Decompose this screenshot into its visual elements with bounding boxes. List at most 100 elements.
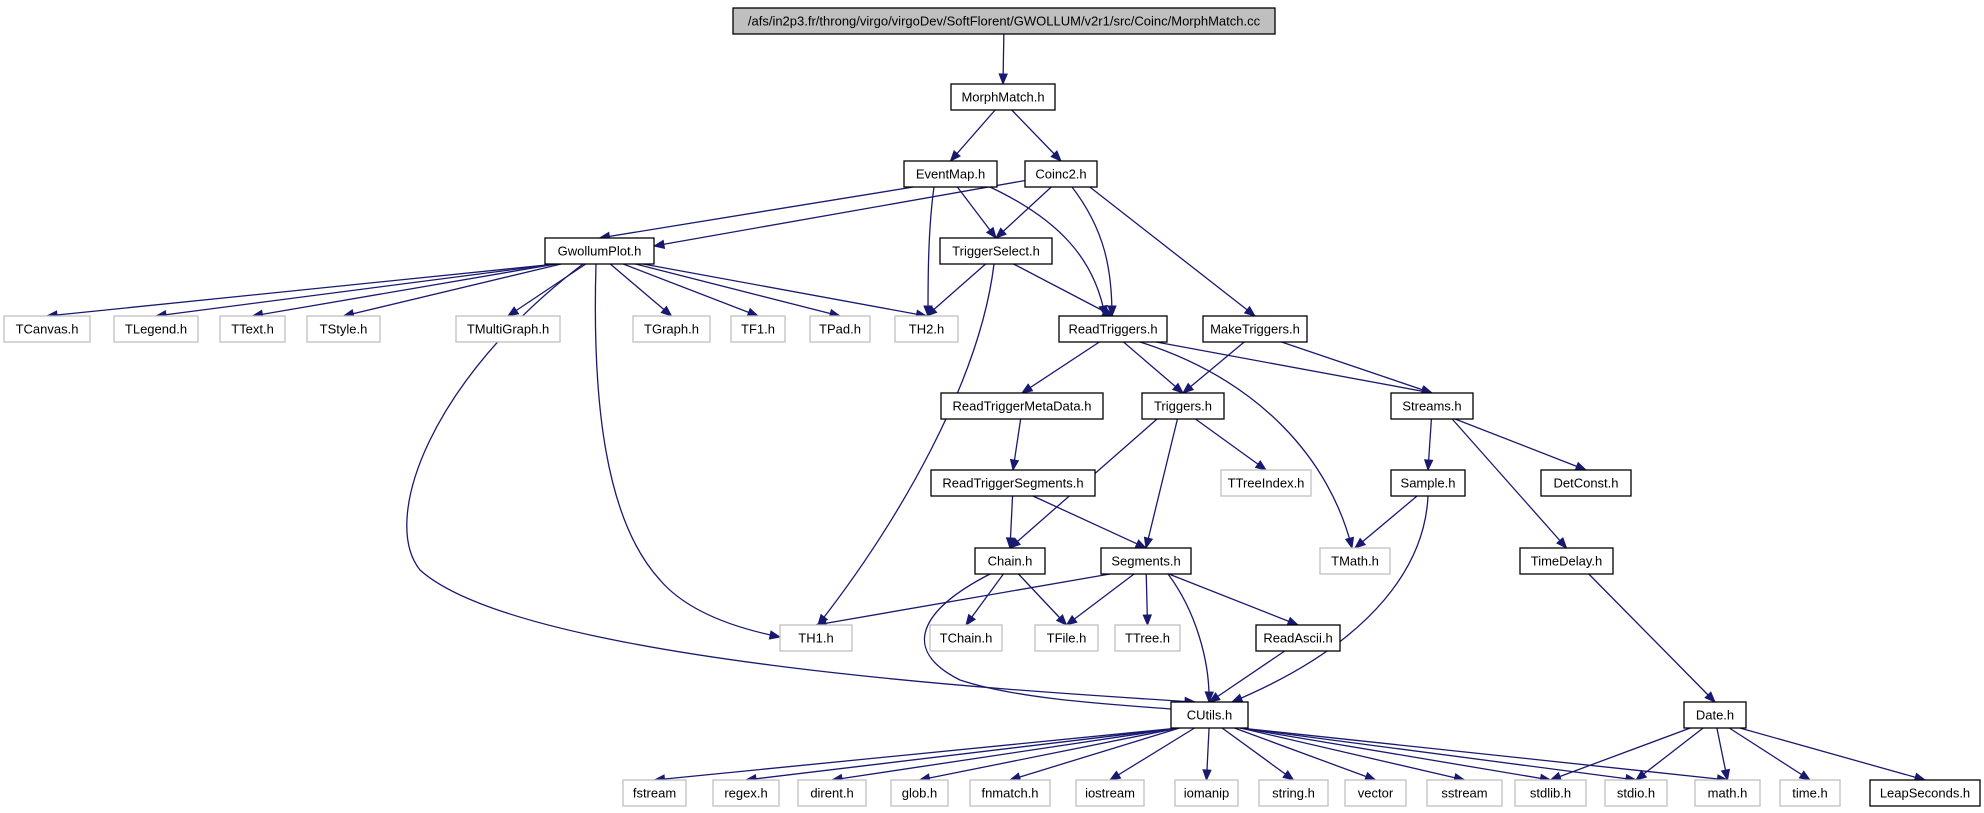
node-label: TText.h <box>231 322 274 337</box>
node-maketriggers-h[interactable]: MakeTriggers.h <box>1202 315 1308 343</box>
arrowhead <box>1020 383 1034 394</box>
node-dirent-h: dirent.h <box>797 779 867 807</box>
node-triggerselect-h[interactable]: TriggerSelect.h <box>939 237 1053 265</box>
arrowhead <box>1704 691 1716 703</box>
node-date-h[interactable]: Date.h <box>1683 701 1747 729</box>
edge-date_h-to-leapseconds_h <box>1739 727 1927 782</box>
edge-line <box>1011 109 1062 162</box>
edge-sample_h-to-tmath_h <box>1353 495 1418 549</box>
node-box <box>1258 779 1329 807</box>
node-readtriggermetadata-h[interactable]: ReadTriggerMetaData.h <box>940 392 1104 420</box>
node-morphmatch-cc[interactable]: /afs/in2p3.fr/throng/virgo/virgoDev/Soft… <box>732 7 1276 35</box>
edge-line <box>1168 573 1299 626</box>
node-box <box>712 779 780 807</box>
edge-line <box>343 263 562 317</box>
edge-date_h-to-stdlib_h <box>1549 727 1691 781</box>
node-chain-h[interactable]: Chain.h <box>974 547 1046 575</box>
arrowhead <box>1171 382 1185 394</box>
node-ttreeindex-h: TTreeIndex.h <box>1220 469 1312 497</box>
arrowhead <box>1142 614 1152 627</box>
node-gwollumplot-h[interactable]: GwollumPlot.h <box>544 237 655 265</box>
node-sample-h[interactable]: Sample.h <box>1390 469 1466 497</box>
node-timedelay-h[interactable]: TimeDelay.h <box>1519 547 1614 575</box>
node-leapseconds-h[interactable]: LeapSeconds.h <box>1869 779 1981 807</box>
node-detconst-h[interactable]: DetConst.h <box>1540 469 1632 497</box>
edge-line <box>1588 573 1716 703</box>
node-cutils-h[interactable]: CUtils.h <box>1170 701 1249 729</box>
edge-cutils_h-to-math_h <box>1240 727 1729 784</box>
node-label: TriggerSelect.h <box>952 244 1040 259</box>
node-coinc2-h[interactable]: Coinc2.h <box>1024 160 1098 188</box>
node-box <box>974 547 1046 575</box>
edge-coinc2_h-to-gwollumplot_h <box>652 179 1029 249</box>
node-segments-h[interactable]: Segments.h <box>1100 547 1192 575</box>
edge-gwollumplot_h-to-th2_h <box>642 263 928 319</box>
edge-line <box>965 573 1004 626</box>
node-box <box>1024 160 1098 188</box>
node-label: DetConst.h <box>1553 476 1618 491</box>
edge-line <box>155 263 556 317</box>
node-morphmatch-h[interactable]: MorphMatch.h <box>950 83 1056 111</box>
edge-eventmap_h-to-th2_h <box>923 186 935 318</box>
node-box <box>1220 469 1312 497</box>
arrowhead <box>660 305 673 317</box>
node-box <box>1683 701 1747 729</box>
node-box <box>1255 624 1341 652</box>
edge-line <box>654 727 1179 781</box>
arrowhead <box>652 239 666 249</box>
node-label: TTreeIndex.h <box>1228 476 1305 491</box>
edge-cutils_h-to-iostream <box>1108 727 1195 781</box>
edge-triggerselect_h-to-th2_h <box>925 263 987 317</box>
node-box <box>890 779 949 807</box>
node-tmultigraph-h: TMultiGraph.h <box>455 315 561 343</box>
node-label: EventMap.h <box>916 167 985 182</box>
node-box <box>730 315 786 343</box>
edge-line <box>919 727 1179 781</box>
node-readtriggers-h[interactable]: ReadTriggers.h <box>1058 315 1168 343</box>
node-box <box>797 779 867 807</box>
node-triggers-h[interactable]: Triggers.h <box>1141 392 1225 420</box>
arrowhead <box>1108 770 1122 781</box>
node-box <box>544 237 655 265</box>
node-iomanip: iomanip <box>1174 779 1239 807</box>
node-label: GwollumPlot.h <box>558 244 642 259</box>
edge-line <box>1089 186 1256 317</box>
edge-gwollumplot_h-to-ttext_h <box>251 263 557 319</box>
edge-streams_h-to-timedelay_h <box>1451 418 1568 550</box>
node-label: stdio.h <box>1617 786 1655 801</box>
node-box <box>219 315 286 343</box>
arrowhead <box>1282 769 1295 781</box>
edge-line <box>1454 418 1587 471</box>
arrowhead <box>998 73 1008 86</box>
node-readascii-h[interactable]: ReadAscii.h <box>1255 624 1341 652</box>
arrowhead <box>1243 305 1257 317</box>
node-label: dirent.h <box>810 786 853 801</box>
edge-line <box>1123 341 1184 394</box>
edge-line <box>1209 650 1286 703</box>
node-label: TMultiGraph.h <box>467 322 549 337</box>
node-box <box>732 7 1276 35</box>
node-iostream: iostream <box>1075 779 1145 807</box>
node-box <box>969 779 1051 807</box>
node-label: ReadTriggers.h <box>1068 322 1157 337</box>
edge-line <box>1240 727 1551 781</box>
node-th1-h: TH1.h <box>779 624 853 652</box>
edge-line <box>1739 727 1926 781</box>
edge-segments_h-to-tfile_h <box>1065 573 1135 626</box>
node-eventmap-h[interactable]: EventMap.h <box>903 160 998 188</box>
node-streams-h[interactable]: Streams.h <box>1390 392 1474 420</box>
arrowhead <box>746 307 760 317</box>
edge-line <box>642 263 927 317</box>
arrowhead <box>965 613 977 627</box>
edge-line <box>1032 495 1147 549</box>
node-label: TCanvas.h <box>16 322 79 337</box>
node-label: fnmatch.h <box>981 786 1038 801</box>
edge-line <box>1139 341 1353 549</box>
node-readtriggersegments-h[interactable]: ReadTriggerSegments.h <box>930 469 1096 497</box>
edge-line <box>1009 727 1180 781</box>
node-box <box>1319 547 1391 575</box>
node-box <box>1075 779 1145 807</box>
node-box <box>1514 779 1587 807</box>
node-label: regex.h <box>724 786 767 801</box>
